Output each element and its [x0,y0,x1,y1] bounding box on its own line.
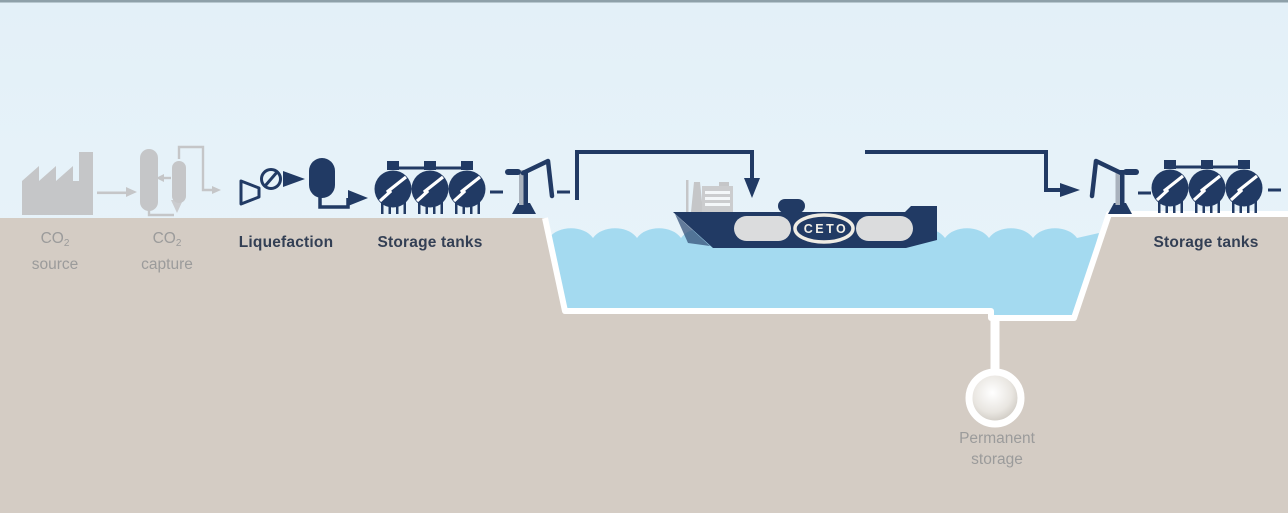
storage-tank [1151,160,1189,213]
storage-tanks-left-icon [374,161,503,214]
injection-well-icon [965,315,1025,428]
water-basin [549,228,1099,318]
storage-tanks-left-label: Storage tanks [377,234,483,251]
right-arrow [1060,183,1080,197]
co2-capture-columns-icon [140,145,221,217]
deck-dome [778,199,805,213]
pipe-from-ship [865,150,1080,197]
storage-tank [411,161,449,214]
ship-name-text: CETO [803,222,849,236]
formula-sub: 2 [63,238,70,249]
cargo-capsule [734,216,791,241]
permanent-storage-label: Permanent storage [959,428,1035,470]
storage-tanks-right-label: Storage tanks [1153,234,1259,251]
down-arrow [744,178,760,198]
ceto-nameplate [793,213,855,244]
ship-icon [673,180,937,248]
formula-main: CO [40,230,64,247]
storage-tanks-right-icon [1151,160,1281,213]
liquefaction-label: Liquefaction [238,234,334,251]
storage-tank [1188,160,1226,213]
cargo-capsule [856,216,913,241]
ground [0,214,1288,513]
loading-arm-icon [505,158,570,214]
storage-tank [448,161,486,214]
co2-capture-caption: capture [141,256,193,273]
pipe-to-ship [575,150,760,200]
storage-well-circle [965,368,1025,428]
top-edge-line [0,0,1288,3]
unloading-arm-icon [1089,158,1151,214]
co2-capture-formula: CO2 [141,228,193,254]
formula-sub: 2 [175,238,182,249]
co2-capture-label: CO2 capture [141,228,193,275]
storage-tank [374,161,412,214]
liquefaction-unit-icon [239,158,368,209]
formula-main: CO [152,230,176,247]
storage-tank [1225,160,1263,213]
co2-source-caption: source [31,256,79,273]
permanent-storage-line1: Permanent [959,430,1035,447]
permanent-storage-line2: storage [971,451,1023,468]
co2-source-formula: CO2 [32,228,79,254]
co2-source-label: CO2 source [32,228,79,275]
factory-icon [22,152,137,215]
